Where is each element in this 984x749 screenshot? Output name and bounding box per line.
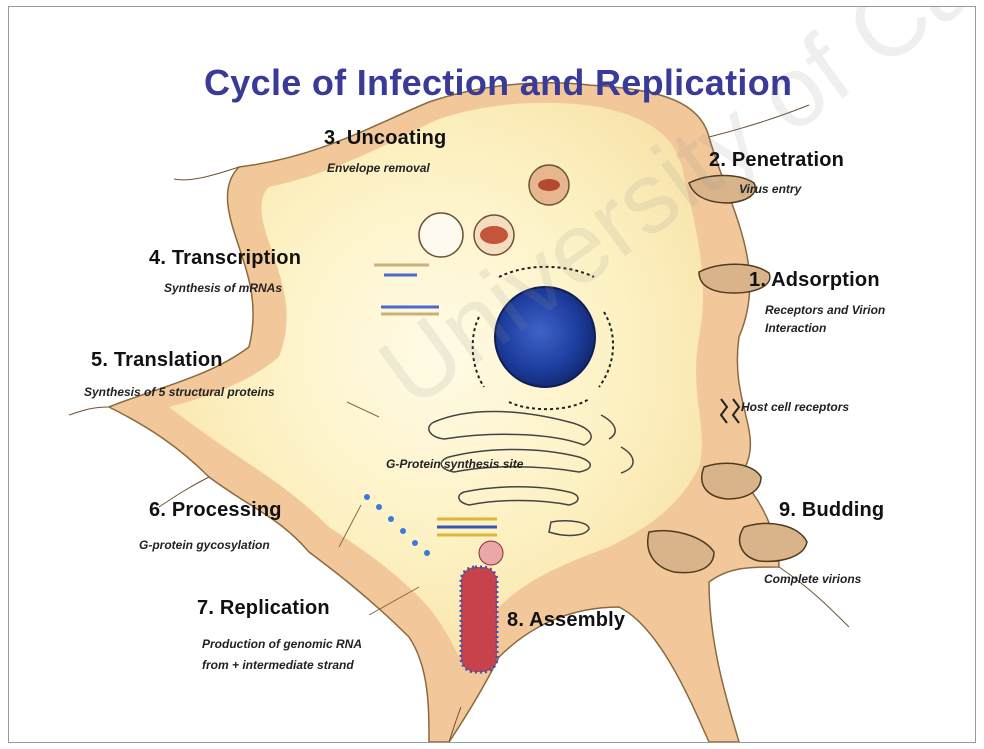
g-protein-label: G-Protein synthesis site [386,457,523,471]
adsorption-desc-1: Receptors and Virion [765,303,885,317]
penetration-desc: Virus entry [739,182,801,196]
translation-desc: Synthesis of 5 structural proteins [84,385,275,399]
budding-desc: Complete virions [764,572,861,586]
host-receptors-label: Host cell receptors [741,400,849,414]
replication-label: 7. Replication [197,597,330,620]
replication-desc-2: from + intermediate strand [202,658,354,672]
adsorption-desc-2: Interaction [765,321,826,335]
diagram-title: Cycle of Infection and Replication [204,62,792,104]
processing-label: 6. Processing [149,499,282,522]
diagram-frame: University of Cape Town Cycle of Infecti… [8,6,976,743]
budding-label: 9. Budding [779,499,884,522]
adsorption-label: 1. Adsorption [749,269,880,292]
assembly-label: 8. Assembly [507,609,625,632]
penetration-label: 2. Penetration [709,149,844,172]
uncoating-desc: Envelope removal [327,161,430,175]
assembly-virion [461,567,497,672]
processing-desc: G-protein gycosylation [139,538,270,552]
uncoating-label: 3. Uncoating [324,127,446,150]
translation-label: 5. Translation [91,349,223,372]
replication-desc-1: Production of genomic RNA [202,637,362,651]
transcription-label: 4. Transcription [149,247,301,270]
transcription-desc: Synthesis of mRNAs [164,281,282,295]
